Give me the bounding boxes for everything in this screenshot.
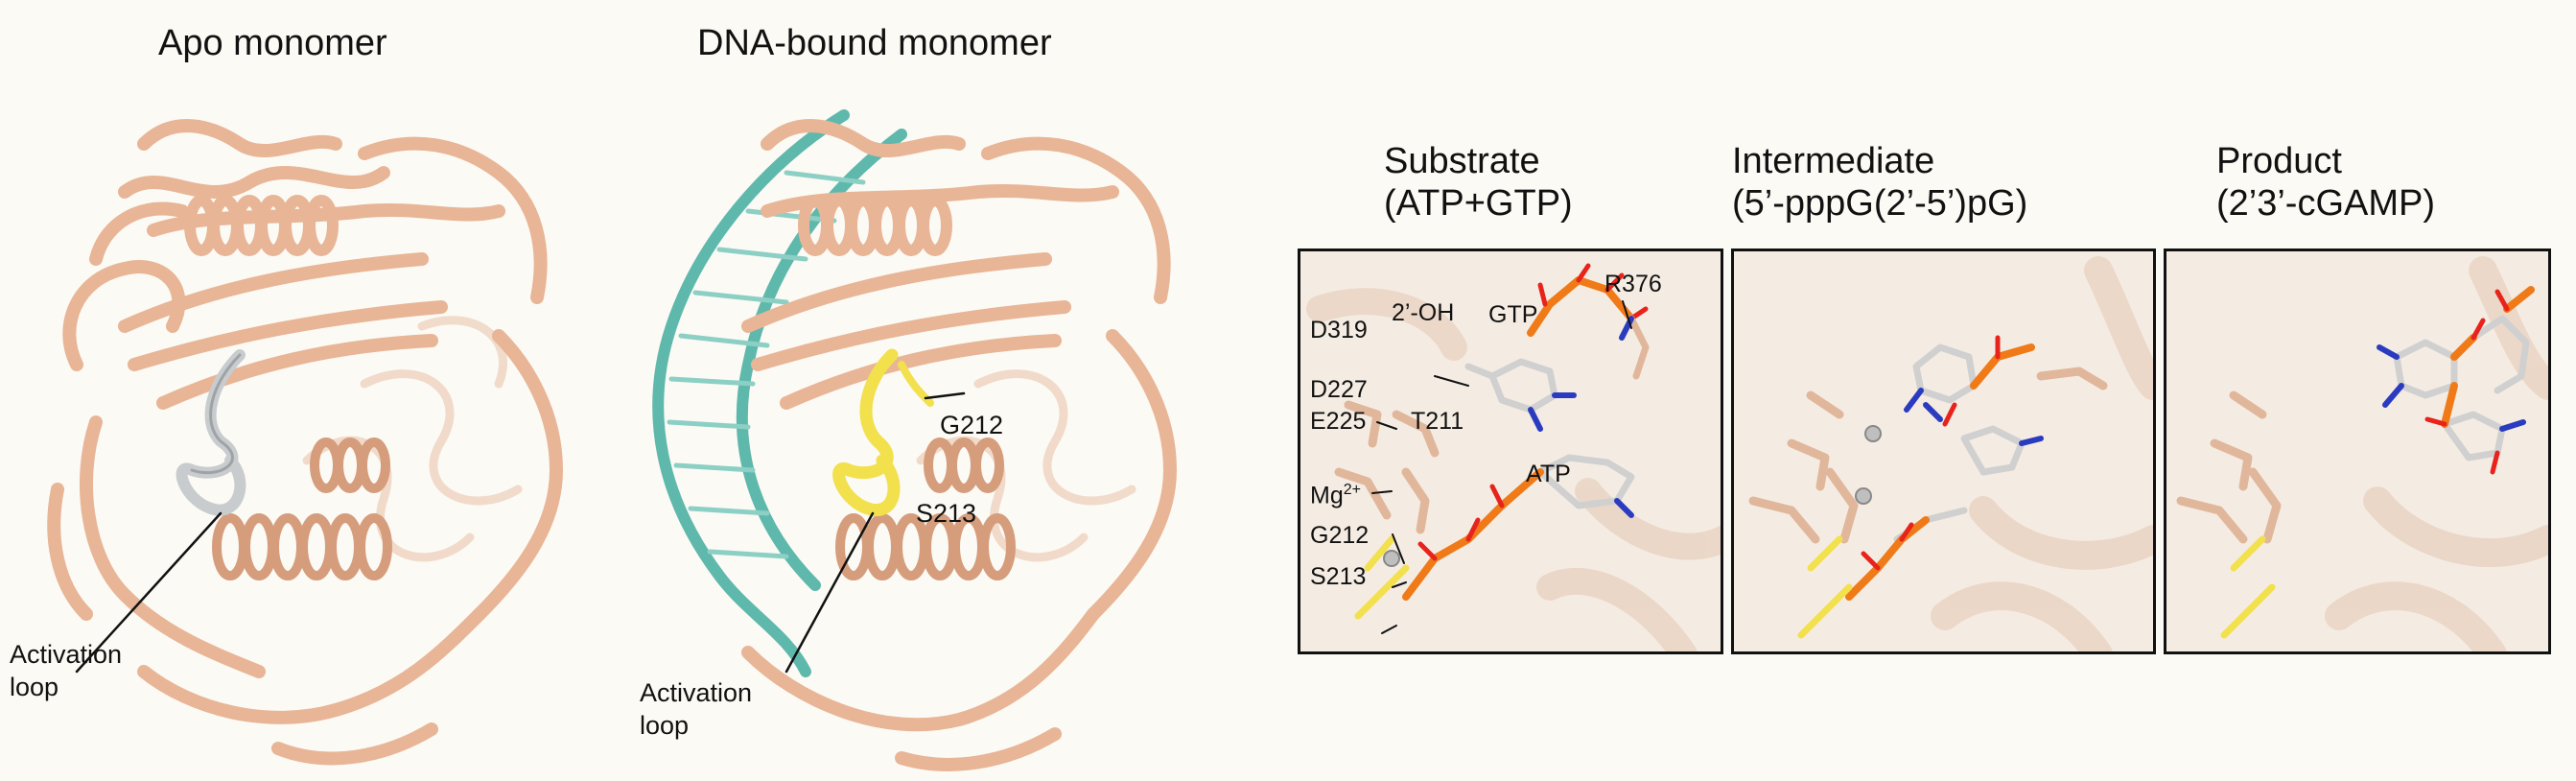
dna-activation-loop-label: Activation loop [640,678,753,740]
gtp-label: GTP [1488,301,1538,328]
intermediate-title-line2: (5’-pppG(2’-5’)pG) [1732,183,2028,224]
substrate-active-site [1306,263,1721,651]
substrate-title-line1: Substrate [1384,141,1540,181]
intermediate-title: Intermediate (5’-pppG(2’-5’)pG) [1732,140,2027,225]
substrate-title: Substrate (ATP+GTP) [1384,140,1573,225]
two-oh-label: 2’-OH [1392,299,1455,326]
residue-s213-label: S213 [1310,563,1367,590]
residue-d227-label: D227 [1310,376,1368,403]
residue-g212-label: G212 [1310,522,1370,549]
substrate-title-line2: (ATP+GTP) [1384,183,1573,224]
mg-label: Mg2+ [1310,482,1361,509]
dna-g212-label: G212 [940,411,1004,439]
intermediate-panel [1731,248,2156,654]
product-panel [2164,248,2551,654]
substrate-panel: R376 D319 2’-OH GTP D227 E225 T211 ATP M… [1298,248,1723,654]
mg-label-charge: 2+ [1343,482,1361,498]
dna-bound-monomer-structure [652,109,1177,771]
product-title-line1: Product [2216,141,2342,181]
residue-e225-label: E225 [1310,408,1367,435]
apo-monomer-title: Apo monomer [158,23,387,63]
product-title: Product (2’3’-cGAMP) [2216,140,2435,225]
dna-bound-monomer-title: DNA-bound monomer [697,23,1052,63]
apo-monomer-structure [47,119,563,766]
dna-helix [652,109,907,677]
apo-activation-loop-label: Activation loop [10,640,123,701]
product-title-line2: (2’3’-cGAMP) [2216,183,2436,224]
mg-label-text: Mg [1310,482,1344,509]
atp-label: ATP [1526,461,1571,487]
dna-s213-label: S213 [916,499,977,528]
residue-r376-label: R376 [1604,271,1662,297]
product-active-site [2176,256,2548,651]
intermediate-title-line1: Intermediate [1732,141,1935,181]
residue-t211-label: T211 [1411,408,1464,435]
residue-d319-label: D319 [1310,317,1368,343]
intermediate-active-site [1748,256,2153,651]
